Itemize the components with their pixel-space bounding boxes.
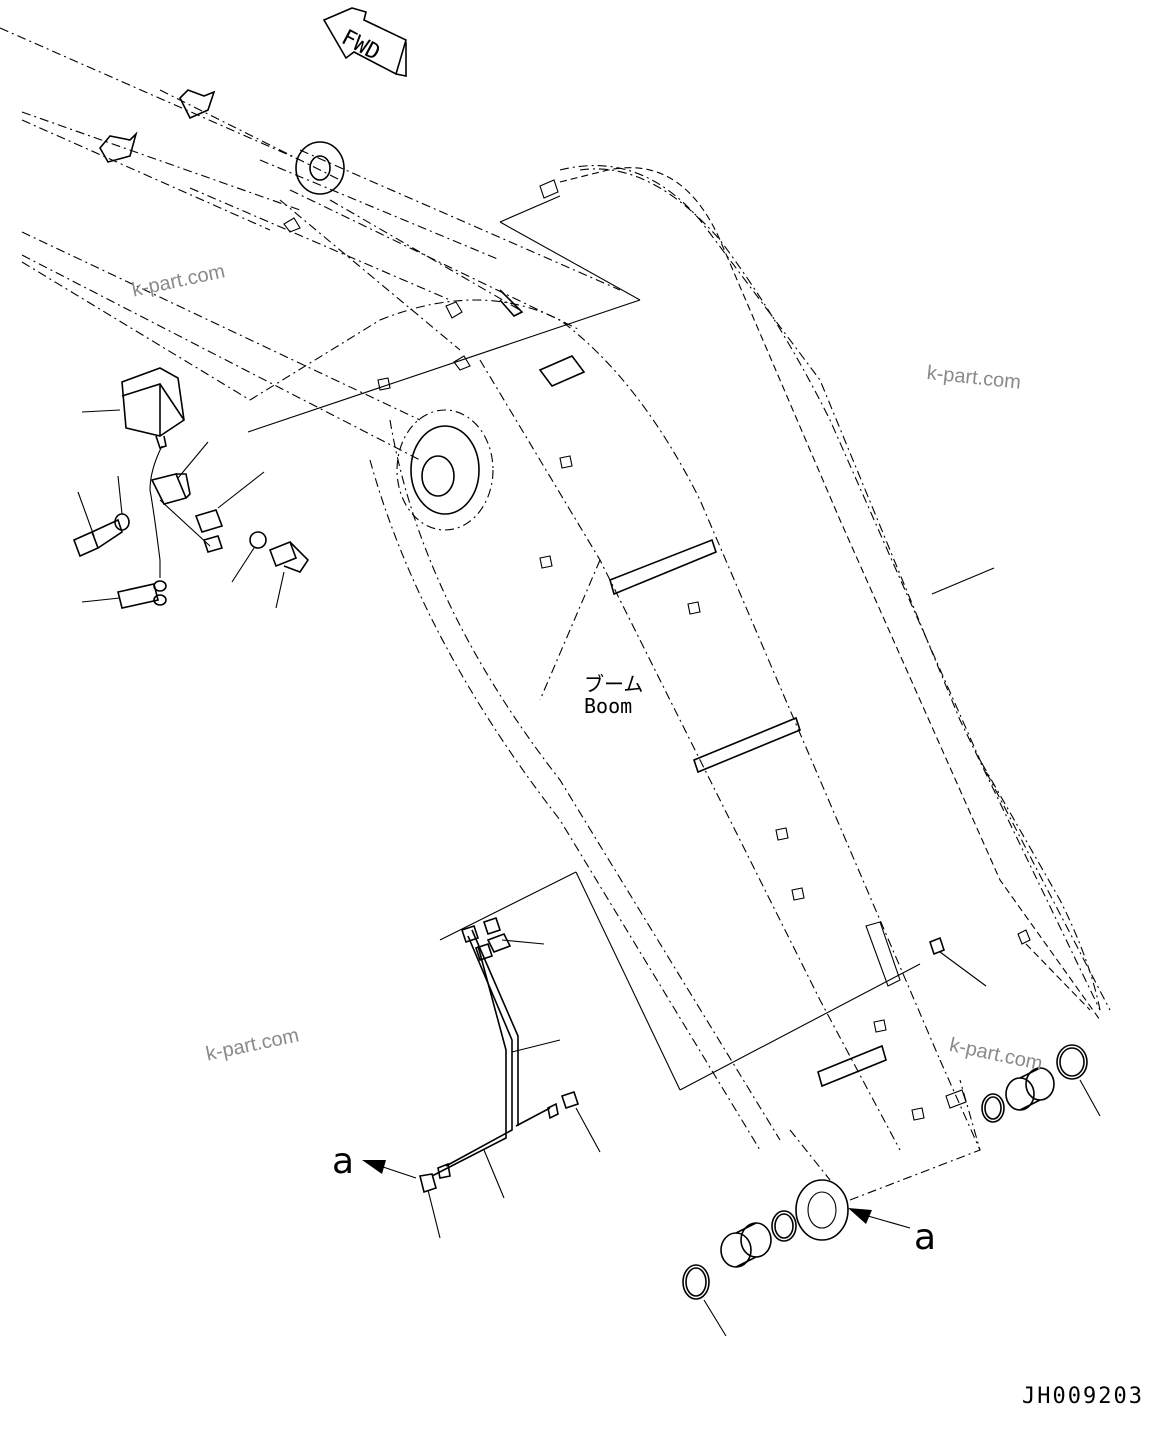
boom-label-en: Boom (584, 694, 633, 718)
bottom-seals (682, 1210, 797, 1337)
lamp-leader-lines (77, 409, 285, 609)
fwd-arrow-sign: FWD (322, 7, 407, 77)
callout-arrows (362, 1160, 911, 1229)
callout-letter-left: a (332, 1141, 355, 1182)
right-seals (981, 1044, 1101, 1123)
grease-leader-lines (427, 567, 995, 1239)
upper-frame-lines (0, 27, 421, 461)
callout-letter-right: a (914, 1217, 937, 1258)
drawing-code: JH009203 (1022, 1384, 1144, 1409)
boom-label-jp: ブーム (584, 672, 644, 696)
boom-foot-linkage (189, 141, 621, 371)
reference-boxes (247, 195, 921, 1091)
boom-side-line (539, 167, 1101, 1021)
grease-line-assembly (419, 916, 945, 1194)
boom-body (369, 165, 1111, 1241)
work-lamp-assembly (72, 367, 310, 609)
fwd-label: FWD (337, 25, 384, 66)
